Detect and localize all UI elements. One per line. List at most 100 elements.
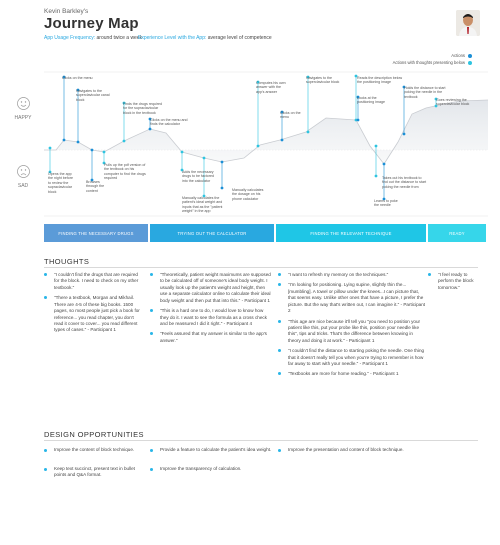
phase-finding-drugs: Finding the necessary drugs (44, 224, 148, 242)
opportunity-bullet-icon (44, 448, 47, 452)
annotation-9: Manually calculates the dosage on his ph… (232, 188, 264, 201)
annotation-dot (306, 130, 310, 134)
thought-quote: "There a textbook, Morgan and Mikhail. T… (44, 295, 144, 334)
legend-actions-label: Actions (451, 53, 465, 58)
annotation-12: Navigates to the superclavicular block (306, 76, 340, 85)
page-subtitle: Kevin Barkley's (44, 8, 89, 15)
usage-label: App Usage Frequency: (44, 35, 96, 41)
annotation-dot (48, 146, 52, 150)
thought-text: "This is a hard one to do, I would love … (160, 308, 267, 326)
thought-quote: "Textbooks are more for home reading." -… (278, 371, 426, 377)
thought-quote: "I want to refresh my memory on the tech… (278, 272, 426, 278)
annotation-dot (48, 170, 52, 174)
thought-quote: "I'm looking for positioning. Lying supi… (278, 282, 426, 314)
annotation-8: Manually calculates the patient's ideal … (182, 196, 223, 214)
annotation-dot (356, 118, 360, 122)
experience-value: average level of competence (207, 35, 272, 41)
annotation-dots (48, 74, 438, 201)
annotation-0: Clicks on the menu (62, 76, 93, 80)
annotation-dot (202, 156, 206, 160)
annotation-dot (90, 178, 94, 182)
opportunity-item: Provide a feature to calculate the patie… (150, 447, 272, 453)
annotation-dot (148, 117, 152, 121)
annotation-dot (280, 138, 284, 142)
annotation-dot (122, 101, 126, 105)
annotation-dot (62, 138, 66, 142)
thought-text: "Feels assured that my answer is similar… (160, 331, 267, 343)
annotation-dot (62, 75, 66, 79)
opportunity-text: Improve the content of block technique. (54, 447, 135, 452)
opportunity-text: Improve the transparency of calculation. (160, 466, 242, 471)
happy-label: HAPPY (14, 115, 32, 121)
experience-level: Experience Level with the App: average l… (138, 35, 272, 41)
thought-dot-icon (468, 60, 472, 65)
annotation-dot (102, 161, 106, 165)
thought-text: "I couldn't find the distance to startin… (288, 348, 425, 367)
thought-text: "Textbooks are more for home reading." -… (288, 371, 399, 377)
thought-bullet-icon (44, 296, 47, 300)
page-title: Journey Map (44, 15, 139, 32)
sad-label: SAD (17, 183, 29, 189)
annotation-dot (374, 174, 378, 178)
phase-ready: Ready (428, 224, 486, 242)
annotation-11: Clicks on the menu (280, 111, 301, 120)
happy-face-icon (17, 97, 30, 110)
thoughts-heading: THOUGHTS (44, 257, 90, 266)
thought-quote: "This age are nice because it'll tell yo… (278, 319, 426, 345)
annotation-10: Computes his own answer with the app's a… (256, 81, 286, 94)
thought-text: "This age are nice because it'll tell yo… (288, 318, 421, 343)
annotation-dot (148, 127, 152, 131)
person-photo-icon (456, 10, 480, 36)
thoughts-column-1: "I couldn't find the drugs that are requ… (44, 272, 144, 338)
annotation-6: Clicks on the menu and finds the calcula… (150, 118, 188, 127)
legend-actions-thoughts-label: Actions with thoughts presenting below (392, 60, 465, 65)
opportunity-bullet-icon (278, 448, 281, 452)
opportunity-item: Improve the presentation and content of … (278, 447, 418, 453)
annotation-dot (256, 144, 260, 148)
thoughts-column-2: "Theoretically, patient weight maximums … (150, 272, 272, 348)
legend-actions-thoughts: Actions with thoughts presenting below (393, 60, 472, 65)
phase-finding-drugs-label: Finding the necessary drugs (58, 230, 134, 236)
annotation-dot (402, 85, 406, 89)
thought-bullet-icon (278, 273, 281, 276)
thought-text: "I feel ready to perform the block tomor… (438, 272, 474, 290)
emotion-line (44, 99, 489, 165)
thought-quote: "Feels assured that my answer is similar… (150, 331, 272, 344)
annotation-7: Adds the necessary drugs to be factored … (182, 170, 214, 183)
thought-text: "I want to refresh my memory on the tech… (288, 272, 389, 277)
annotation-15: Takes out his textbook to find out the d… (382, 176, 427, 189)
phase-ready-label: Ready (449, 230, 465, 236)
avatar (456, 10, 480, 36)
annotation-18: Goes reviewing the superclavicular block (436, 98, 470, 107)
opportunities-divider (44, 440, 478, 441)
thought-bullet-icon (278, 372, 281, 376)
thought-quote: "Theoretically, patient weight maximums … (150, 272, 272, 304)
opportunities-heading: DESIGN OPPORTUNITIES (44, 430, 144, 439)
opportunity-bullet-icon (150, 448, 153, 452)
phase-technique: Finding the relevant technique (276, 224, 426, 242)
opportunity-bullet-icon (150, 467, 153, 471)
thought-text: "I couldn't find the drugs that are requ… (54, 272, 139, 290)
thoughts-column-4: "I feel ready to perform the block tomor… (428, 272, 478, 295)
opportunity-text: Improve the presentation and content of … (288, 447, 404, 452)
sad-face-icon (17, 165, 30, 178)
phase-calculator: Trying out the calculator (150, 224, 274, 242)
annotation-dot (280, 110, 284, 114)
thought-text: "Theoretically, patient weight maximums … (160, 272, 271, 303)
annotation-dot (122, 139, 126, 143)
annotation-dot (180, 150, 184, 154)
annotation-dot (434, 97, 438, 101)
thought-bullet-icon (278, 349, 281, 353)
thought-bullet-icon (150, 332, 153, 336)
annotation-dot (90, 148, 94, 152)
thought-text: "I'm looking for positioning. Lying supi… (288, 282, 426, 314)
annotation-dot (256, 80, 260, 84)
opportunity-text: Provide a feature to calculate the patie… (160, 447, 272, 452)
opportunity-item: Keep text succinct, present text in bull… (44, 466, 144, 479)
annotation-2: Opens the app the night before to review… (48, 172, 73, 194)
thought-quote: "I couldn't find the distance to startin… (278, 348, 426, 367)
annotation-17: Holds the distance to start poking the n… (404, 86, 446, 99)
opportunity-text: Keep text succinct, present text in bull… (54, 466, 135, 478)
annotation-dot (76, 140, 80, 144)
